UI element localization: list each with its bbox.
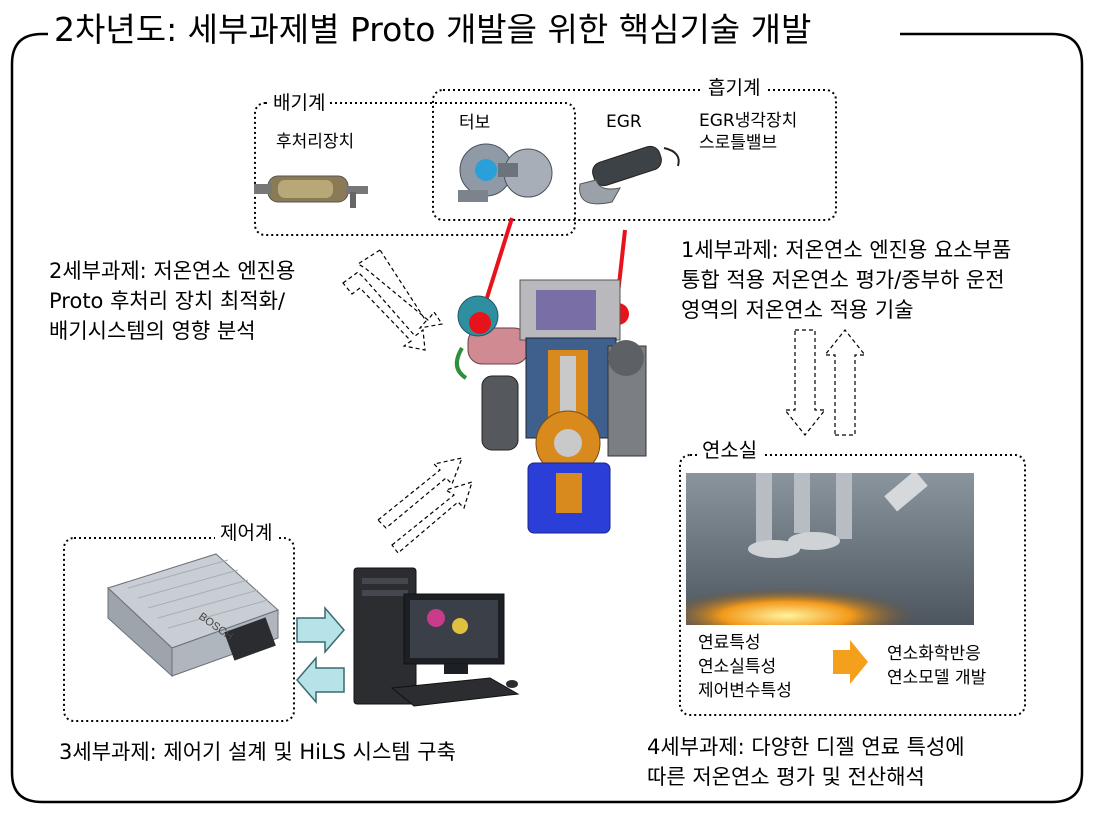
aftertreatment-image bbox=[254, 175, 368, 208]
combustion-output-2: 연소모델 개발 bbox=[887, 668, 987, 688]
task1-line2: 통합 적용 저온연소 평가/중부하 운전 bbox=[681, 268, 1005, 292]
task2-line3: 배기시스템의 영향 분석 bbox=[49, 319, 256, 343]
combustion-input-2: 연소실특성 bbox=[698, 657, 777, 677]
hils-arrow-right bbox=[296, 605, 345, 655]
result-arrow bbox=[833, 640, 868, 684]
control-group-box bbox=[63, 537, 295, 722]
task4-line2: 따른 저온연소 평가 및 전산해석 bbox=[647, 765, 925, 789]
turbo-image bbox=[458, 143, 553, 202]
control-group-title: 제어계 bbox=[215, 521, 278, 545]
control-arrow-b bbox=[391, 481, 473, 554]
egr-label: EGR bbox=[606, 112, 642, 132]
task2-arrow-b bbox=[342, 271, 426, 351]
task3-line1: 3세부과제: 제어기 설계 및 HiLS 시스템 구축 bbox=[59, 740, 456, 764]
combustion-group-box bbox=[679, 454, 1026, 716]
task4-line1: 4세부과제: 다양한 디젤 연료 특성에 bbox=[647, 735, 965, 759]
egr-cooler-label: EGR냉각장치 bbox=[699, 111, 798, 131]
task1-arrow-up bbox=[823, 329, 867, 436]
hils-arrow-left bbox=[296, 655, 345, 705]
exhaust-group-box bbox=[254, 102, 576, 236]
combustion-input-3: 제어변수특성 bbox=[698, 681, 792, 701]
task2-arrow-a bbox=[356, 249, 444, 329]
intake-group-title: 흡기계 bbox=[703, 76, 766, 100]
task2-line1: 2세부과제: 저온연소 엔진용 bbox=[49, 259, 296, 283]
combustion-chamber-image bbox=[686, 473, 974, 625]
control-arrow-a bbox=[377, 457, 463, 529]
turbo-label: 터보 bbox=[459, 113, 491, 133]
task1-line1: 1세부과제: 저온연소 엔진용 요소부품 bbox=[681, 238, 1012, 262]
combustion-output-1: 연소화학반응 bbox=[887, 644, 981, 664]
task1-line3: 영역의 저온연소 적용 기술 bbox=[681, 298, 914, 322]
engine-image bbox=[454, 279, 647, 534]
throttle-label: 스로틀밸브 bbox=[699, 133, 778, 153]
combustion-group-title: 연소실 bbox=[697, 438, 763, 462]
task2-line2: Proto 후처리 장치 최적화/ bbox=[49, 289, 286, 313]
aftertreatment-label: 후처리장치 bbox=[276, 132, 355, 152]
page-title: 2차년도: 세부과제별 Proto 개발을 위한 핵심기술 개발 bbox=[48, 10, 818, 50]
exhaust-group-title: 배기계 bbox=[268, 91, 331, 115]
pc-image bbox=[353, 567, 520, 707]
task1-arrow-down bbox=[783, 329, 827, 436]
combustion-input-1: 연료특성 bbox=[698, 633, 761, 653]
ecu-image: BOSCH bbox=[107, 553, 279, 678]
intake-group-box bbox=[432, 89, 837, 221]
egr-image bbox=[579, 145, 680, 205]
